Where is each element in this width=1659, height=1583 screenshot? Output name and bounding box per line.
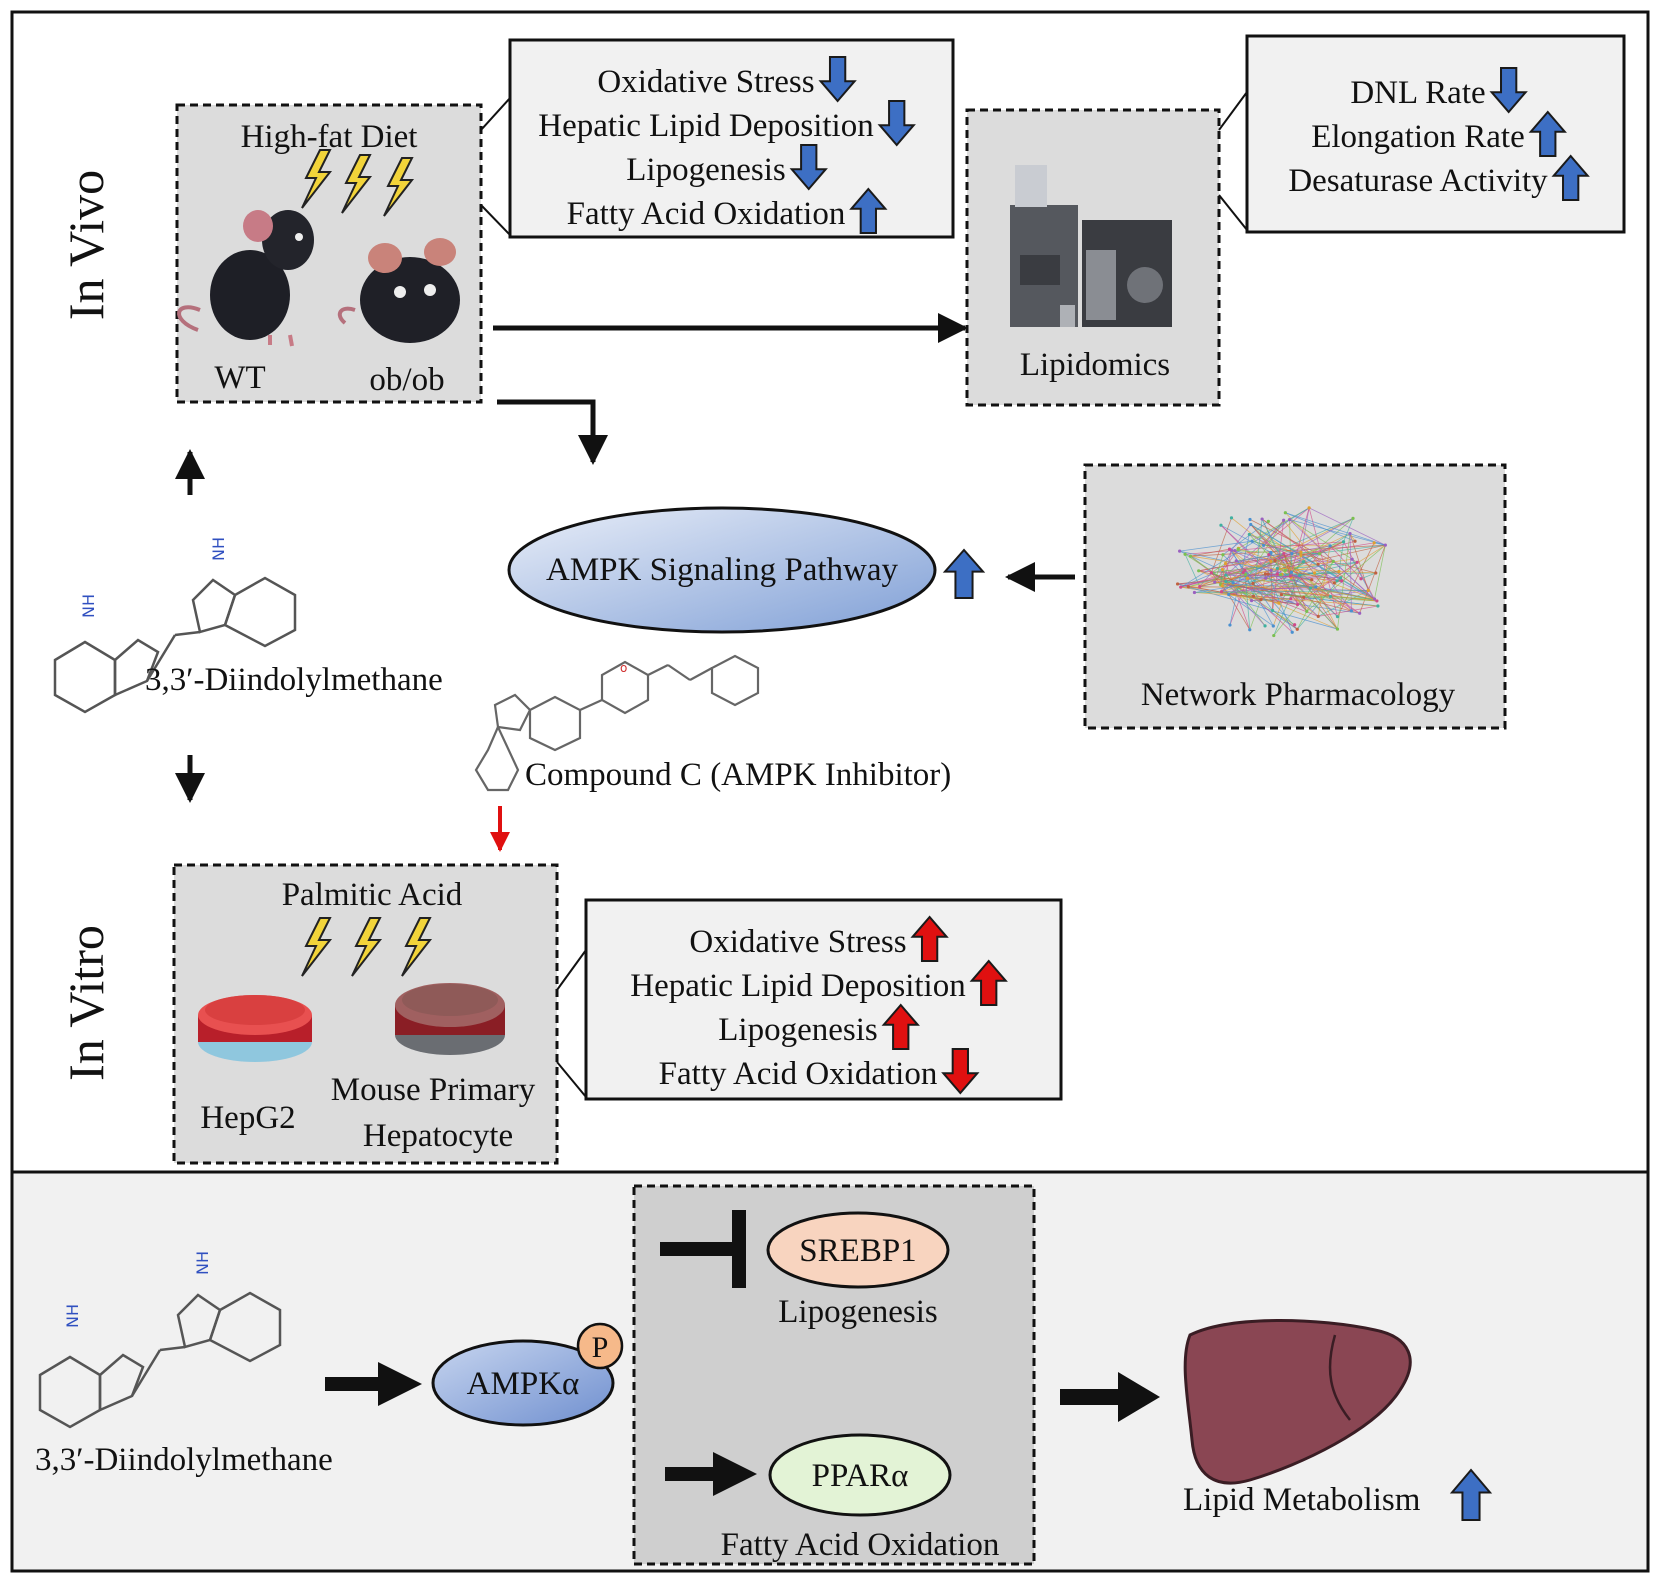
srebp1-label: SREBP1 (799, 1233, 916, 1269)
srebp1-node: SREBP1 (766, 1211, 950, 1289)
callout-line (1218, 91, 1248, 131)
ampk-alpha-node: AMPKα P (431, 1322, 624, 1427)
effect-label: Fatty Acid Oxidation (659, 1056, 938, 1092)
effect-label: Fatty Acid Oxidation (567, 196, 846, 232)
effect-label: Hepatic Lipid Deposition (630, 968, 965, 1004)
callout-line (480, 97, 511, 131)
lightning-bolt-icon (341, 154, 373, 214)
dim-molecule-structure: NH NH (38, 1251, 282, 1429)
section-label-in-vivo: In Vivo (58, 170, 114, 320)
svg-text:NH: NH (63, 1304, 82, 1328)
effect-label: Desaturase Activity (1288, 163, 1548, 199)
network-pharmacology-box: Network Pharmacology (1083, 463, 1507, 730)
in-vitro-model-title: Palmitic Acid (282, 877, 463, 913)
ppar-alpha-label: PPARα (812, 1458, 909, 1494)
liver-icon (1183, 1319, 1412, 1485)
label-wt: WT (214, 360, 265, 396)
in-vivo-model-box: High-fat Diet WT ob/ (175, 103, 483, 404)
lipogenesis-label: Lipogenesis (778, 1294, 937, 1330)
inhibition-bar (660, 1210, 746, 1288)
compound-c-molecule-structure: o (474, 654, 760, 792)
lightning-bolt-icon (301, 917, 333, 977)
up-arrow-icon (969, 959, 1008, 1006)
effect-label: Oxidative Stress (689, 924, 906, 960)
callout-line (1218, 194, 1248, 231)
phospho-badge: P (576, 1322, 624, 1370)
callout-line (556, 949, 587, 991)
svg-text:NH: NH (79, 594, 98, 618)
callout-line (556, 1061, 587, 1098)
arrow-to-pathway (497, 399, 608, 465)
lightning-bolt-icon (401, 917, 433, 977)
up-arrow-icon (1528, 110, 1567, 157)
mass-spectrometer-icon (1010, 165, 1172, 327)
compound-label-upper: 3,3′-Diindolylmethane (145, 662, 443, 698)
svg-text:o: o (620, 661, 627, 675)
inhibitor-label: Compound C (AMPK Inhibitor) (525, 757, 951, 793)
up-arrow-icon (849, 187, 888, 234)
down-arrow-icon (877, 100, 916, 147)
petri-dish-hepg2-icon (198, 995, 312, 1062)
section-label-in-vitro: In Vitro (58, 925, 114, 1081)
thick-arrow (325, 1362, 422, 1406)
up-arrow-icon (910, 915, 949, 962)
up-arrow-icon (1449, 1468, 1493, 1521)
effect-label: Hepatic Lipid Deposition (538, 108, 873, 144)
up-arrow-icon (942, 548, 986, 599)
lipidomics-box: Lipidomics (965, 108, 1221, 407)
label-primary-line1: Mouse Primary (331, 1072, 536, 1108)
obob-mouse-icon (337, 238, 460, 343)
lightning-bolt-icon (301, 149, 333, 209)
lightning-bolt-icon (351, 917, 383, 977)
effect-label: Lipogenesis (718, 1012, 877, 1048)
thick-arrow (1060, 1372, 1160, 1422)
svg-text:NH: NH (193, 1251, 212, 1275)
compound-label-lower: 3,3′-Diindolylmethane (35, 1442, 333, 1478)
lightning-bolt-icon (383, 157, 415, 217)
wt-mouse-icon (177, 210, 314, 347)
lipidomics-label: Lipidomics (1020, 347, 1170, 383)
ppar-alpha-node: PPARα (768, 1433, 952, 1517)
svg-text:NH: NH (209, 537, 228, 561)
down-arrow-icon (789, 144, 828, 191)
outcome-label: Lipid Metabolism (1183, 1482, 1421, 1518)
fatty-acid-oxidation-label: Fatty Acid Oxidation (721, 1527, 1000, 1563)
ampk-pathway-label: AMPK Signaling Pathway (546, 552, 899, 588)
callout-line (480, 204, 511, 236)
up-arrow-icon (1449, 1468, 1493, 1521)
effect-label: Oxidative Stress (597, 64, 814, 100)
down-arrow-icon (941, 1048, 980, 1095)
petri-dish-primary-icon (395, 983, 505, 1055)
label-obob: ob/ob (369, 362, 444, 398)
effect-label: DNL Rate (1350, 75, 1485, 111)
effect-label: Elongation Rate (1311, 119, 1525, 155)
dim-molecule-structure: NH NH (53, 537, 297, 714)
mechanism-targets-box: SREBP1 Lipogenesis PPARα Fatty Acid Oxid… (632, 1184, 1036, 1566)
effect-label: Lipogenesis (626, 152, 785, 188)
thick-arrow (665, 1452, 757, 1496)
down-arrow-icon (818, 56, 857, 103)
network-graph-icon (1176, 506, 1387, 638)
network-pharmacology-label: Network Pharmacology (1141, 677, 1456, 713)
in-vitro-model-box: Palmitic Acid HepG2 Mouse Primary Hepato… (172, 863, 559, 1165)
ampk-pathway-node: AMPK Signaling Pathway (507, 506, 937, 634)
up-arrow-icon (942, 548, 986, 599)
up-arrow-icon (1551, 154, 1590, 201)
label-primary-line2: Hepatocyte (363, 1118, 513, 1154)
ampk-alpha-label: AMPKα (467, 1366, 580, 1402)
down-arrow-icon (1489, 67, 1528, 114)
up-arrow-icon (881, 1003, 920, 1050)
label-hepg2: HepG2 (200, 1100, 295, 1136)
phospho-label: P (592, 1331, 609, 1364)
